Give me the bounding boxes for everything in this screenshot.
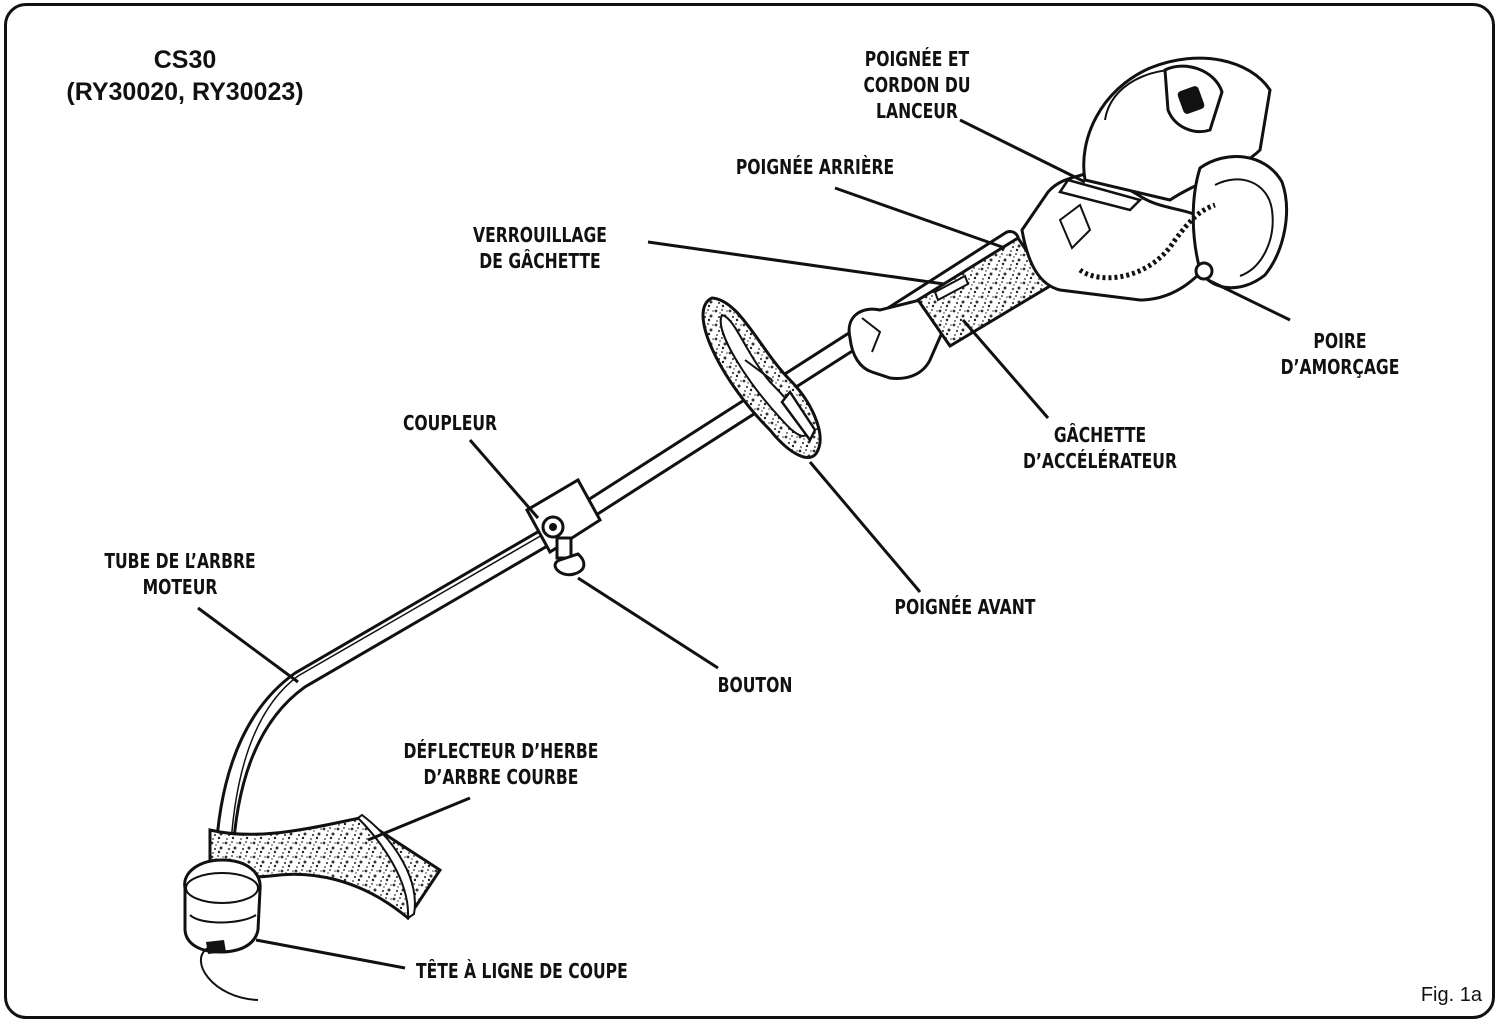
model-title: CS30 (RY30020, RY30023) — [10, 44, 360, 108]
throttle-trigger-housing — [847, 297, 947, 380]
leader-lines — [197, 118, 1291, 970]
figure-label: Fig. 1a — [1420, 984, 1482, 1006]
model-name: CS30 — [153, 46, 217, 74]
label-grass-deflector: DÉFLECTEUR D’HERBE D’ARBRE COURBE — [403, 739, 599, 789]
engine — [1020, 56, 1288, 302]
label-starter-grip: POIGNÉE ET CORDON DU LANCEUR — [863, 47, 971, 123]
coupler — [524, 477, 602, 555]
label-cutting-head: TÊTE À LIGNE DE COUPE — [416, 959, 628, 983]
front-handle — [701, 296, 822, 459]
label-primer-bulb: POIRE D’AMORÇAGE — [1280, 329, 1400, 379]
label-coupler: COUPLEUR — [402, 411, 498, 435]
figure-frame — [4, 3, 1495, 1019]
model-variants: (RY30020, RY30023) — [66, 78, 304, 106]
label-front-handle: POIGNÉE AVANT — [894, 595, 1036, 619]
knob — [553, 536, 586, 577]
label-drive-shaft-tube: TUBE DE L’ARBRE MOTEUR — [104, 549, 256, 599]
label-trigger-lock: VERROUILLAGE DE GÂCHETTE — [473, 223, 607, 273]
label-rear-handle: POIGNÉE ARRIÈRE — [735, 155, 895, 179]
label-knob: BOUTON — [717, 673, 793, 697]
label-throttle-trigger: GÂCHETTE D’ACCÉLÉRATEUR — [1023, 423, 1177, 473]
cutting-head — [183, 858, 262, 1001]
